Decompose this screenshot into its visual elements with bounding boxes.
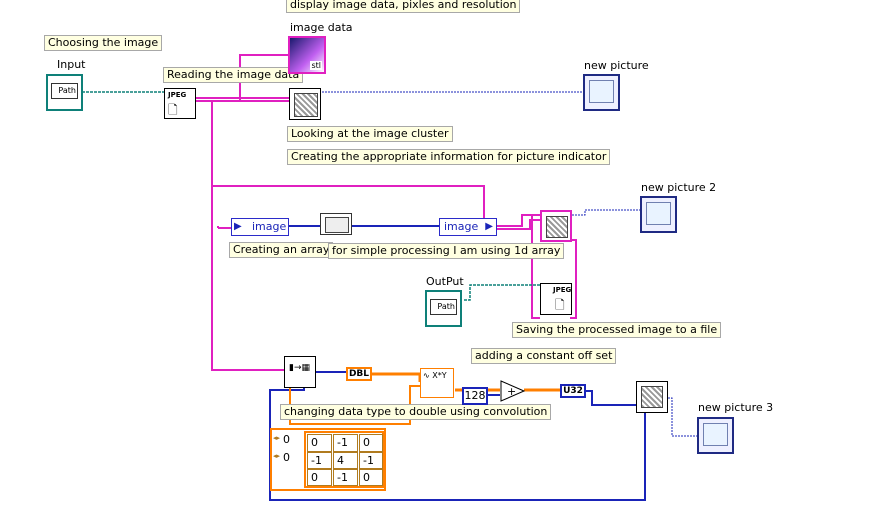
file-icon: 🗋 <box>168 103 178 117</box>
image-bundle-node[interactable]: image ▶ <box>439 218 497 236</box>
write-jpeg-node[interactable]: JPEG 🗋 <box>540 283 572 315</box>
convolution-icon: ∿ X*Y <box>423 371 447 380</box>
kernel-array-constant[interactable]: 0 0 ◂▸ ◂▸ 0 -1 0 -1 4 -1 0 -1 0 <box>270 428 386 491</box>
file-icon-out: 🗋 <box>555 298 565 312</box>
kernel-cell-2-1[interactable]: -1 <box>333 469 358 486</box>
comment-simple-processing: for simple processing I am using 1d arra… <box>328 243 565 259</box>
kernel-cell-0-2[interactable]: 0 <box>359 434 383 452</box>
image-to-array-node[interactable]: ▮→▦ <box>284 356 316 388</box>
output-path-terminal[interactable]: Path <box>425 290 462 327</box>
path-icon: Path <box>51 83 78 99</box>
kernel-cell-1-2[interactable]: -1 <box>359 452 383 469</box>
to-double-node[interactable]: DBL <box>346 367 372 381</box>
label-new-picture-3: new picture 3 <box>698 401 774 414</box>
comment-changing-type: changing data type to double using convo… <box>280 404 552 420</box>
comment-display-image-data: display image data, pixles and resolutio… <box>286 0 521 13</box>
kernel-cell-2-0[interactable]: 0 <box>307 469 332 486</box>
input-path-terminal[interactable]: Path <box>46 74 83 111</box>
comment-creating-info: Creating the appropriate information for… <box>287 149 611 165</box>
pixmap-icon-2 <box>546 216 568 238</box>
kernel-index-0[interactable]: 0 <box>280 432 302 450</box>
kernel-cell-0-0[interactable]: 0 <box>307 434 332 452</box>
comment-looking-cluster: Looking at the image cluster <box>287 126 453 142</box>
label-new-picture-2: new picture 2 <box>641 181 717 194</box>
arrow-icon: ▶ <box>234 221 242 232</box>
array-arrow-icon: ▮→▦ <box>289 363 310 373</box>
image-data-partial-text: stl <box>310 61 322 70</box>
new-picture-2-indicator[interactable] <box>640 196 677 233</box>
label-output: OutPut <box>426 275 464 288</box>
array-process-node[interactable] <box>320 213 352 235</box>
jpeg-text-out: JPEG <box>553 286 572 294</box>
picture-icon <box>589 80 614 103</box>
convolution-node[interactable]: ∿ X*Y <box>420 368 454 398</box>
comment-reading-image: Reading the image data <box>163 67 304 83</box>
pixmap-icon <box>294 93 318 117</box>
kernel-cell-0-1[interactable]: -1 <box>333 434 358 452</box>
draw-pixmap-node-1[interactable] <box>289 88 321 120</box>
kernel-cell-1-1[interactable]: 4 <box>333 452 358 469</box>
array-icon <box>325 217 349 233</box>
kernel-cell-1-0[interactable]: -1 <box>307 452 332 469</box>
index-stepper-icon: ◂▸ <box>273 434 281 442</box>
add-node[interactable]: + <box>500 380 525 402</box>
draw-pixmap-node-3[interactable] <box>636 381 668 413</box>
read-jpeg-node[interactable]: JPEG 🗋 <box>164 88 196 119</box>
draw-pixmap-node-2[interactable] <box>540 210 572 242</box>
image-label-out: image <box>444 220 479 233</box>
comment-saving-image: Saving the processed image to a file <box>512 322 722 338</box>
comment-choosing-image: Choosing the image <box>44 35 163 51</box>
comment-constant-offset: adding a constant off set <box>471 348 617 364</box>
image-label-in: image <box>252 220 287 233</box>
offset-constant[interactable]: 128 <box>462 387 488 405</box>
to-u32-node[interactable]: U32 <box>560 384 586 398</box>
label-input: Input <box>57 58 86 71</box>
comment-creating-array: Creating an array <box>229 242 334 258</box>
label-new-picture: new picture <box>584 59 649 72</box>
pixmap-icon-3 <box>641 386 663 408</box>
label-image-data: image data <box>290 21 353 34</box>
path-icon-out: Path <box>430 299 457 315</box>
picture-icon-2 <box>646 202 671 225</box>
add-symbol: + <box>507 385 516 398</box>
new-picture-indicator[interactable] <box>583 74 620 111</box>
image-data-indicator[interactable]: stl <box>288 36 326 74</box>
jpeg-text: JPEG <box>168 91 187 99</box>
kernel-cell-2-2[interactable]: 0 <box>359 469 383 486</box>
kernel-matrix: 0 -1 0 -1 4 -1 0 -1 0 <box>304 431 384 488</box>
index-stepper-icon-2: ◂▸ <box>273 452 281 460</box>
new-picture-3-indicator[interactable] <box>697 417 734 454</box>
image-unbundle-node[interactable]: ▶ image <box>231 218 289 236</box>
bundle-arrow-icon: ▶ <box>485 221 493 232</box>
kernel-index-1[interactable]: 0 <box>280 450 302 468</box>
picture-icon-3 <box>703 423 728 446</box>
